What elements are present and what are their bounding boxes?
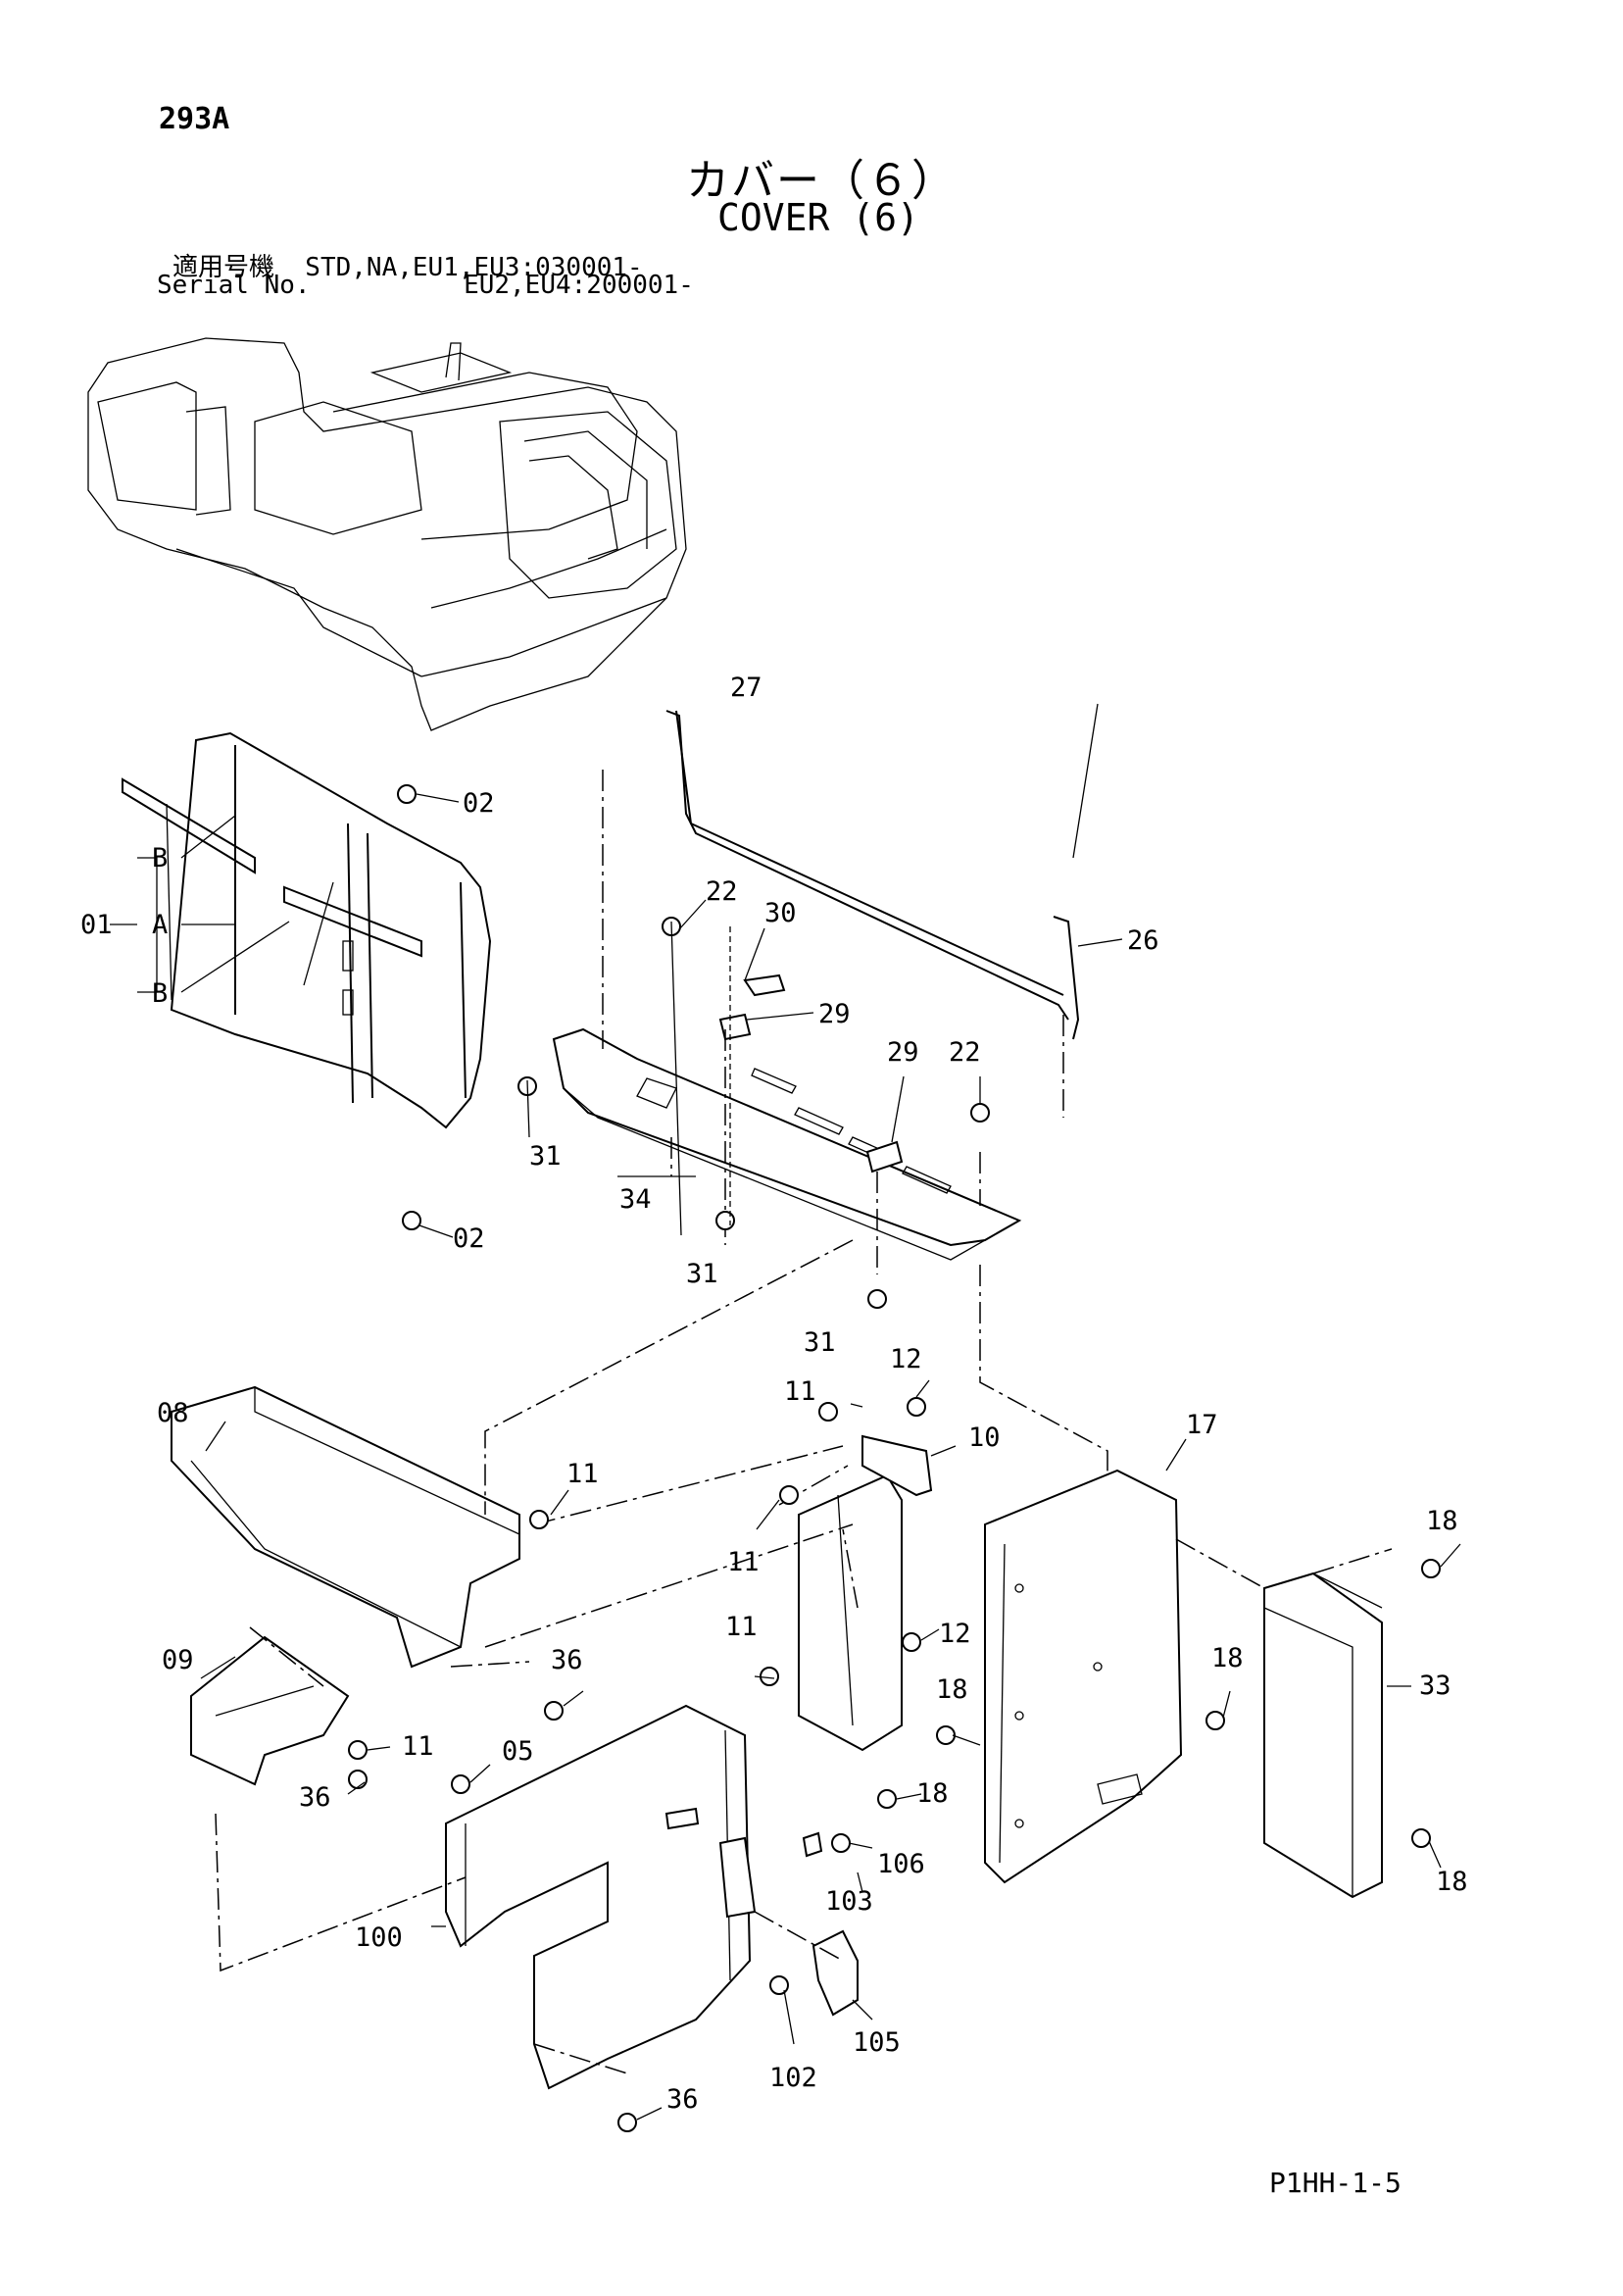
- connector-lines: [215, 770, 1393, 2074]
- bar-parts-26-27: [665, 710, 1080, 1040]
- callout-A: A: [152, 910, 168, 940]
- callout-18-top: 18: [1426, 1506, 1458, 1536]
- serial-applicability-line1: 適用号機 STD,NA,EU1,EU3:030001-: [172, 253, 643, 282]
- callout-B-upper: B: [152, 843, 168, 873]
- panel-17: [984, 1469, 1183, 1884]
- callout-102: 102: [769, 2063, 817, 2093]
- serial-applicability-line2: Serial No. EU2,EU4:200001-: [157, 271, 694, 300]
- callout-02-upper: 02: [463, 788, 495, 819]
- callout-105: 105: [853, 2027, 901, 2058]
- callout-30: 30: [764, 898, 797, 928]
- callout-31-lower: 31: [804, 1327, 836, 1358]
- plate-08: [171, 1385, 520, 1669]
- callout-29-left: 29: [818, 999, 851, 1029]
- callout-33: 33: [1419, 1671, 1451, 1701]
- callout-11-upper: 11: [784, 1376, 816, 1407]
- callout-26: 26: [1127, 925, 1159, 956]
- callout-11-bottom: 11: [402, 1731, 434, 1762]
- cover-33: [1263, 1572, 1383, 1899]
- callout-B-lower: B: [152, 978, 168, 1009]
- callout-labels: 01 A B B 02 02 27 26 22 30 29 29 22 31 3…: [80, 673, 1468, 2115]
- callout-11-middle: 11: [727, 1547, 760, 1577]
- machine-overview-illustration: [87, 337, 687, 731]
- callout-10: 10: [968, 1423, 1001, 1453]
- callout-36-middle: 36: [299, 1782, 331, 1813]
- callout-100: 100: [355, 1922, 403, 1953]
- callout-22-right: 22: [949, 1037, 981, 1068]
- callout-05: 05: [502, 1736, 534, 1767]
- callout-18-bottom: 18: [1436, 1867, 1468, 1897]
- callout-29-right: 29: [887, 1037, 919, 1068]
- callout-02-lower: 02: [453, 1223, 485, 1254]
- callout-36-upper: 36: [551, 1645, 583, 1675]
- page-title: COVER (6): [717, 196, 919, 239]
- plate-09: [190, 1635, 350, 1786]
- drawing-reference-code: P1HH-1-5: [1269, 2167, 1402, 2199]
- cover-assembly-01: [122, 731, 492, 1129]
- callout-11-lower: 11: [725, 1612, 758, 1642]
- callout-31-left: 31: [529, 1141, 562, 1172]
- callout-12-lower: 12: [939, 1619, 971, 1649]
- callout-12-upper: 12: [890, 1344, 922, 1374]
- callout-11-left: 11: [566, 1459, 599, 1489]
- callout-09: 09: [162, 1645, 194, 1675]
- callout-34: 34: [619, 1184, 652, 1215]
- callout-18-lower: 18: [916, 1778, 949, 1809]
- callout-17: 17: [1186, 1410, 1218, 1440]
- plate-34: [552, 973, 1022, 1261]
- callout-36-bottom: 36: [666, 2084, 699, 2115]
- callout-18-left: 18: [936, 1674, 968, 1705]
- callout-08: 08: [157, 1398, 189, 1428]
- bracket-10: [798, 1434, 933, 1752]
- callout-27: 27: [730, 673, 762, 703]
- callout-22-upper: 22: [706, 876, 738, 907]
- callout-103: 103: [825, 1886, 873, 1917]
- callout-18-middle: 18: [1211, 1643, 1244, 1673]
- bracket-100: [445, 1704, 859, 2090]
- leader-lines: [110, 703, 1461, 2121]
- page-title-japanese: カバー（６）: [686, 156, 957, 206]
- callout-01: 01: [80, 910, 113, 940]
- page-code: 293A: [159, 102, 230, 136]
- callout-106: 106: [877, 1849, 925, 1879]
- callout-31-middle: 31: [686, 1259, 718, 1289]
